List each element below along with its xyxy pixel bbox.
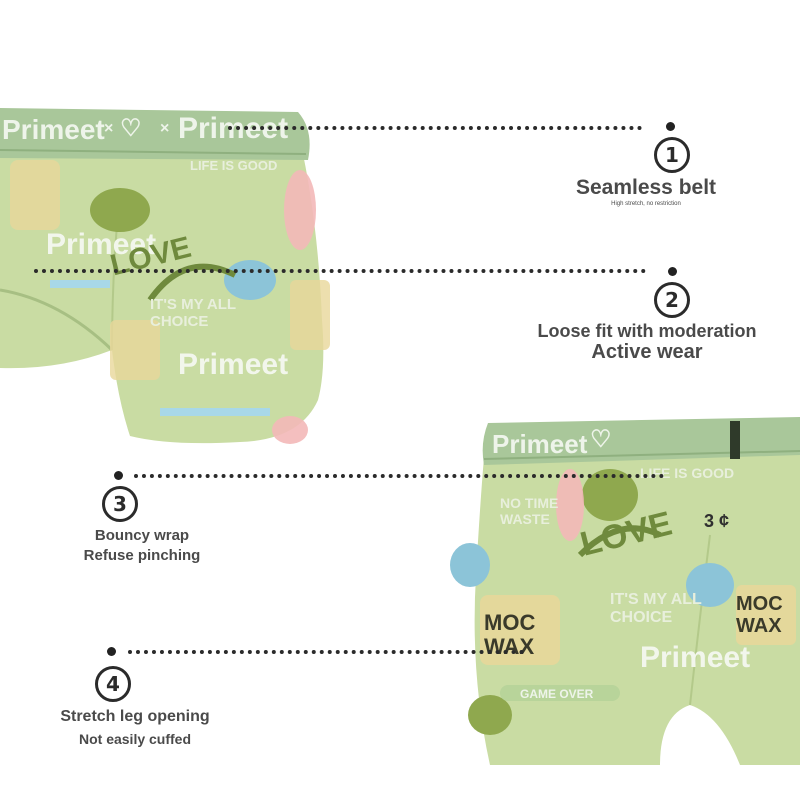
product-photo-bottom: Primeet ♡ LOVE MOC WAX MOC WAX IT'S MY A… [440, 415, 800, 770]
feature-subtitle-2: Active wear [591, 341, 703, 363]
feature-subtitle-3: Refuse pinching [83, 547, 201, 564]
print-coin: 3 ¢ [704, 511, 730, 531]
print-life: LIFE IS GOOD [190, 158, 278, 173]
feature-title-4: Stretch leg opening [60, 708, 210, 725]
print-brand-3: Primeet [640, 641, 751, 674]
waistband-brand-text-3: Primeet [492, 429, 588, 459]
print-brand: Primeet [46, 228, 157, 261]
heart-icon: ♡ [120, 115, 142, 142]
waistband-brand-text: Primeet [2, 114, 105, 145]
leader-line-3 [134, 474, 664, 478]
product-photo-top: Primeet × ♡ × Primeet Primeet Primeet LO… [0, 100, 345, 455]
feature-number-2: 2 [654, 282, 690, 318]
print-brand-2: Primeet [178, 348, 289, 381]
print-life-2: LIFE IS GOOD [640, 465, 735, 481]
feature-subtitle-1: High stretch, no restriction [611, 201, 681, 207]
heart-icon-2: ♡ [590, 426, 612, 453]
leader-line-1 [228, 126, 642, 130]
leader-dot-4 [107, 647, 116, 656]
feature-number-1: 1 [654, 137, 690, 173]
boxer-brief-bottom [450, 417, 800, 765]
feature-title-2: Loose fit with moderation [537, 321, 757, 341]
print-gameover: GAME OVER [520, 687, 594, 701]
leader-line-2 [34, 269, 646, 273]
leader-dot-3 [114, 471, 123, 480]
leader-dot-2 [668, 267, 677, 276]
print-time: NO TIME WASTE [500, 495, 559, 527]
print-choice: IT'S MY ALL CHOICE [150, 296, 236, 330]
feature-number-3: 3 [102, 486, 138, 522]
waistband-cross-2: × [160, 120, 170, 137]
print-mocwax-2: MOC WAX [736, 593, 783, 637]
boxer-brief-top [0, 108, 330, 444]
feature-title-3: Bouncy wrap [94, 527, 190, 544]
leader-dot-1 [666, 122, 675, 131]
leader-line-4 [128, 650, 524, 654]
feature-title-1: Seamless belt [575, 176, 717, 199]
feature-subtitle-4: Not easily cuffed [78, 731, 192, 747]
waistband-cross: × [104, 120, 114, 137]
feature-number-4: 4 [95, 666, 131, 702]
print-mocwax: MOC WAX [484, 610, 536, 659]
print-choice-2: IT'S MY ALL CHOICE [610, 591, 702, 626]
